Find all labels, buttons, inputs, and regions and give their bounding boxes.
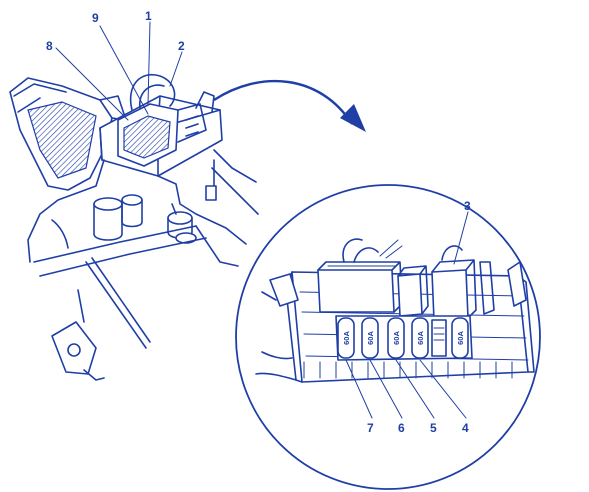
- callout-8: 8: [46, 39, 53, 53]
- callout-6: 6: [398, 421, 405, 435]
- callout-3: 3: [464, 199, 471, 213]
- callout-9: 9: [92, 11, 99, 25]
- fuse-2: 60A: [361, 317, 379, 359]
- detail-circle: 60A 60A 60A 60A 60A: [235, 184, 541, 490]
- callout-5: 5: [430, 421, 437, 435]
- leader-lines: [55, 21, 469, 419]
- fuse-4: 60A: [411, 317, 429, 359]
- fuse-label: 60A: [342, 331, 351, 345]
- empty-fuse-slot: [431, 319, 447, 357]
- fuse-label: 60A: [416, 331, 425, 345]
- zoom-arrow: [213, 79, 366, 132]
- fuse-1: 60A: [337, 317, 355, 359]
- maxi-fuse-strip: 60A 60A 60A 60A 60A: [335, 315, 473, 361]
- fuse-label: 60A: [456, 331, 465, 345]
- fuse-label: 60A: [366, 331, 375, 345]
- fuse-3: 60A: [387, 317, 405, 359]
- callout-7: 7: [367, 421, 374, 435]
- callout-2: 2: [178, 39, 185, 53]
- fuse-5: 60A: [451, 317, 469, 359]
- callout-1: 1: [145, 9, 152, 23]
- engine-bay-overview: [9, 73, 259, 381]
- fuse-label: 60A: [392, 331, 401, 345]
- callout-4: 4: [462, 421, 469, 435]
- callout-numbers: 9 1 2 8 3 7 6 5 4: [46, 9, 471, 435]
